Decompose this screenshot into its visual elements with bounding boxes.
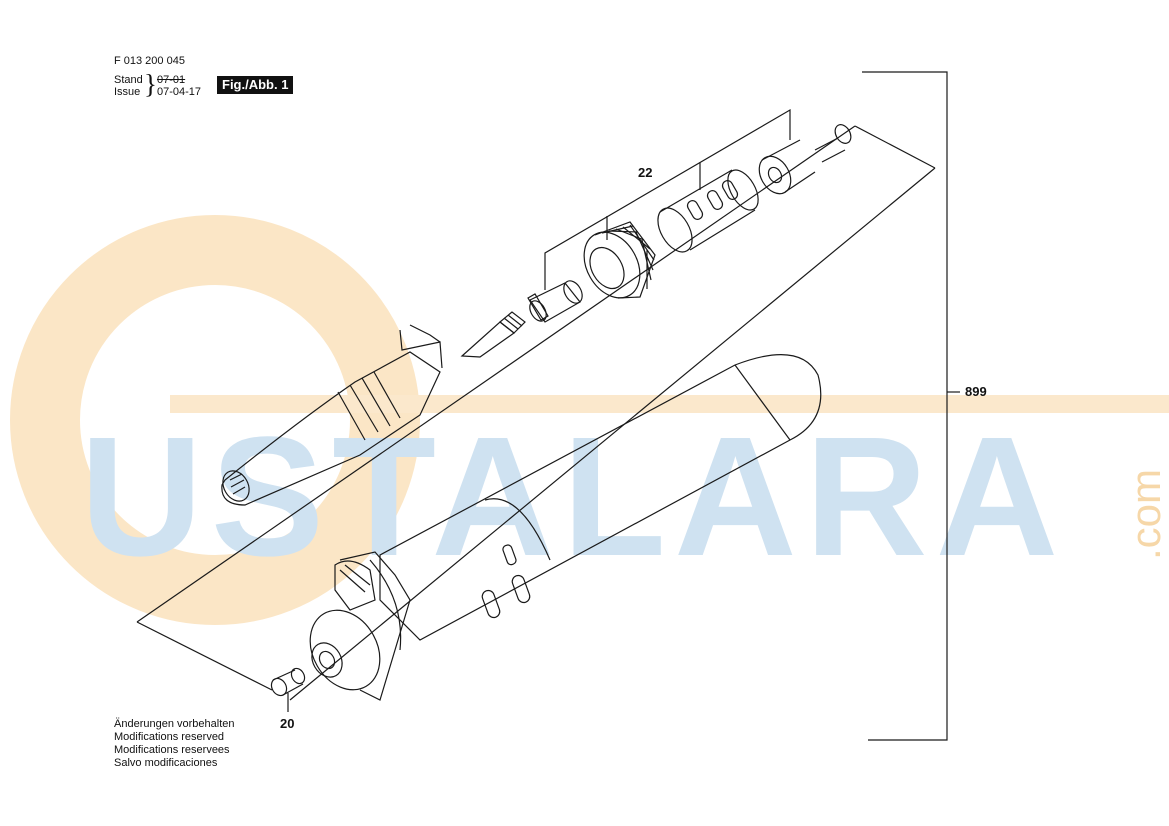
kit-bracket [862,71,960,741]
screw-part [270,667,306,697]
issue-label: Issue [114,86,141,98]
burner-head [221,324,443,506]
note-en: Modifications reserved [114,731,225,743]
note-es: Salvo modificaciones [114,757,218,769]
part-number: F 013 200 045 [114,55,185,67]
callout-assembly: 22 [638,165,653,180]
stand-label: Stand [114,74,143,86]
knurled-ring [583,221,656,299]
modification-notes: Änderungen vorbehalten Modifications res… [114,718,234,770]
callout-kit: 899 [965,384,987,399]
nozzle-tip [460,311,526,358]
stand-value: 07-01 [157,74,186,86]
callout-screw: 20 [280,716,295,731]
watermark-bar [170,395,1169,413]
figure-badge: Fig./Abb. 1 [217,76,294,94]
brace-icon: } [144,69,157,99]
sleeve-part [527,280,583,323]
watermark-text: USTALARA [80,402,1066,592]
note-fr: Modifications reservees [114,744,230,756]
vented-cylinder [657,169,759,253]
assembly-22-bracket [544,108,791,290]
watermark-suffix: .com [1122,469,1169,560]
frame-lines [136,125,936,701]
tank-body [309,354,822,701]
valve-insert [758,124,852,195]
watermark-ring [10,215,420,625]
issue-value: 07-04-17 [157,86,202,98]
note-de: Änderungen vorbehalten [114,718,235,730]
